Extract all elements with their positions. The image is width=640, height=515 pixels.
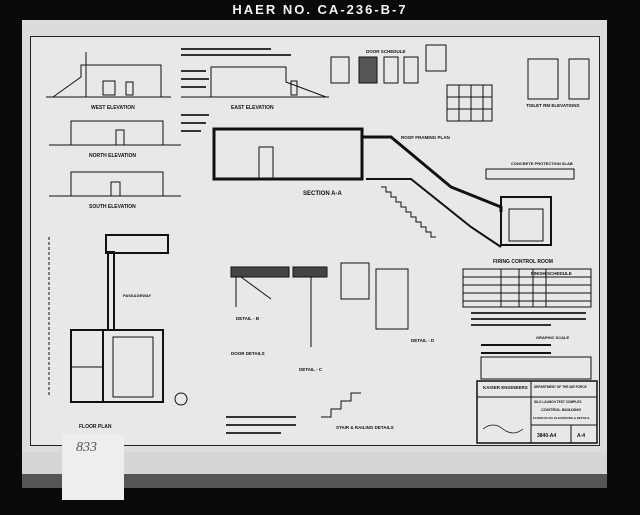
detail-c-label: DETAIL - C <box>299 367 323 372</box>
south-elevation: SOUTH ELEVATION <box>49 171 181 210</box>
drawing-title-1: CONTROL BUILDING <box>541 407 581 412</box>
west-elevation: WEST ELEVATION <box>46 52 171 111</box>
north-elevation-label: NORTH ELEVATION <box>89 153 136 159</box>
south-elevation-label: SOUTH ELEVATION <box>89 204 136 210</box>
drawing-sheet: WEST ELEVATION EAST ELEVATION N <box>30 36 600 446</box>
section-aa: SECTION A-A <box>212 127 552 248</box>
roof-framing-plan-label: ROOF FRAMING PLAN <box>401 135 450 140</box>
title-block: KAISER ENGINEERS DEPARTMENT OF THE AIR F… <box>476 380 598 444</box>
ruler-strip <box>22 452 607 474</box>
ruler-base <box>22 474 607 488</box>
sheet-number: A-4 <box>577 433 585 439</box>
graphic-scale-label: GRAPHIC SCALE <box>536 335 569 340</box>
drawing-number: 3840-A4 <box>537 433 556 439</box>
east-elevation-label: EAST ELEVATION <box>231 105 274 111</box>
haer-number: HAER NO. CA-236-B-7 <box>232 2 408 17</box>
details: DETAIL - B DOOR DETAILS DETAIL - C DETAI… <box>226 262 435 434</box>
section-aa-label: SECTION A-A <box>303 191 342 197</box>
card-number: 833 <box>76 440 97 455</box>
detail-d-label: DETAIL - D <box>411 338 435 343</box>
floor-plan-label: FLOOR PLAN <box>79 424 112 430</box>
agency-name: DEPARTMENT OF THE AIR FORCE <box>534 385 587 389</box>
firm-name: KAISER ENGINEERS <box>483 385 528 390</box>
concrete-slab-label: CONCRETE PROTECTION SLAB <box>511 161 573 166</box>
north-elevation: NORTH ELEVATION <box>49 120 181 159</box>
firing-control-room-label: FIRING CONTROL ROOM <box>493 259 553 265</box>
toilet-room-elevations-label: TOILET RM ELEVATIONS <box>526 103 580 108</box>
door-schedule-label: DOOR SCHEDULE <box>366 49 406 54</box>
toilet-room-elevations: TOILET RM ELEVATIONS <box>526 58 590 108</box>
graphic-scale: GRAPHIC SCALE <box>480 335 592 380</box>
passageway-label: PASSAGEWAY <box>123 293 151 298</box>
concrete-protection-slab: CONCRETE PROTECTION SLAB <box>485 161 575 180</box>
roof-framing-plan: ROOF FRAMING PLAN <box>401 84 493 140</box>
finish-schedule-table: FINISH SCHEDULE <box>462 268 592 326</box>
finish-schedule-label: FINISH SCHEDULE <box>531 271 572 276</box>
project-name: SILO LAUNCH TEST COMPLEX <box>534 400 582 404</box>
detail-b-label: DETAIL - B <box>236 316 260 321</box>
west-elevation-label: WEST ELEVATION <box>91 105 135 111</box>
drawing-title-2: FLOOR PLAN, ELEVATIONS & DETAILS <box>533 416 589 420</box>
east-elevation: EAST ELEVATION <box>181 66 329 111</box>
floor-plan: PASSAGEWAY FLOOR PLAN <box>48 234 188 430</box>
stair-details-label: STAIR & RAILING DETAILS <box>336 425 394 430</box>
door-details-label: DOOR DETAILS <box>231 351 265 356</box>
door-schedule: DOOR SCHEDULE <box>330 44 447 84</box>
general-notes <box>181 48 291 132</box>
index-card: 833 <box>62 434 124 500</box>
